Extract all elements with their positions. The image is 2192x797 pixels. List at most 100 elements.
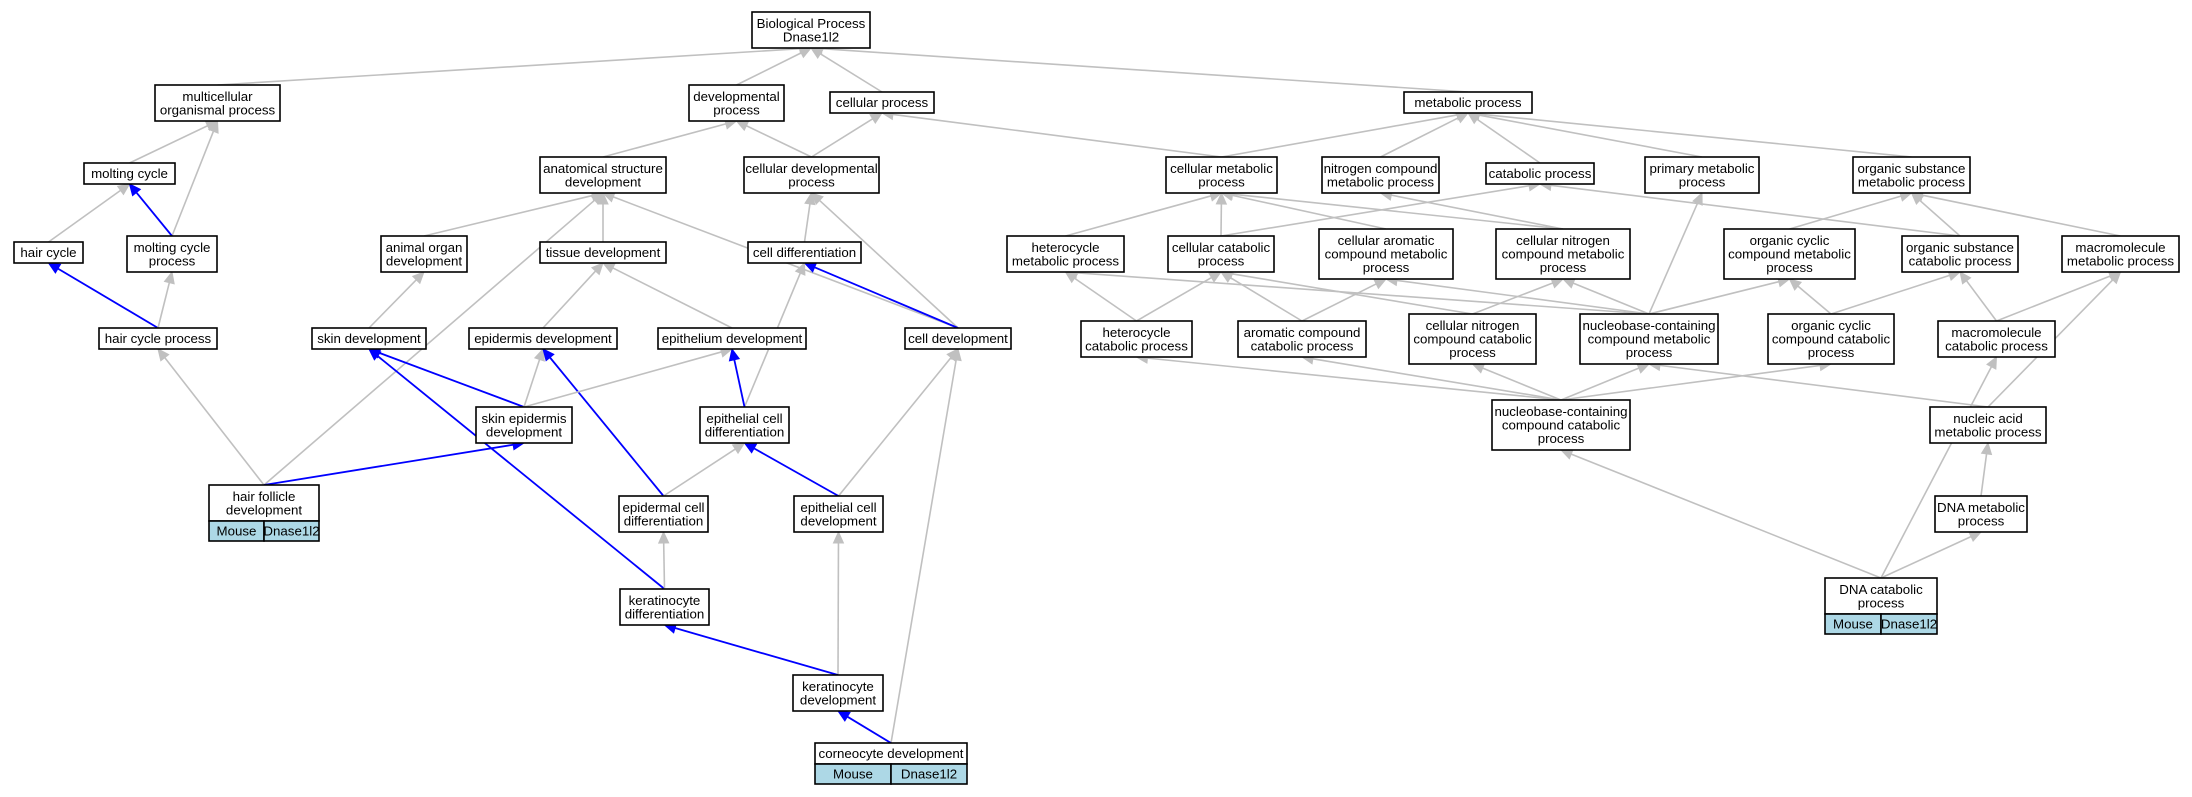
term-label: catabolic process [1945, 338, 2048, 353]
term-label: anatomical structure [543, 161, 663, 176]
edge-line [1572, 282, 1650, 315]
edge-skd-to-aod [368, 271, 425, 329]
edge-line [57, 267, 159, 329]
edge-line [821, 47, 1469, 93]
term-box [1901, 235, 2019, 273]
term-node-epd[interactable]: epidermis development [468, 327, 618, 350]
edge-line [1550, 184, 1961, 237]
term-label: development [486, 424, 562, 439]
term-node-td[interactable]: tissue development [539, 241, 667, 264]
edge-edcd-to-epd [542, 348, 665, 497]
edge-mcp-to-mop [171, 119, 219, 237]
edge-oscp-to-osmp [1910, 192, 1961, 237]
edge-line [171, 130, 215, 237]
arrowhead [743, 442, 758, 454]
term-node-skd[interactable]: skin development [311, 327, 427, 350]
term-box [1080, 320, 1193, 358]
term-node-celld[interactable]: cell development [904, 327, 1012, 350]
term-label: epithelial cell [706, 411, 782, 426]
term-label: macromolecule [2075, 240, 2165, 255]
term-label: nucleic acid [1953, 411, 2022, 426]
term-label: animal organ [386, 240, 463, 255]
arrowhead [1788, 278, 1803, 291]
term-node-etd[interactable]: epithelium development [657, 327, 807, 350]
edge-cmp-to-mp [1221, 109, 1470, 158]
term-label: metabolic process [1934, 424, 2042, 439]
term-box [126, 235, 218, 273]
arrowhead [1986, 355, 1998, 370]
term-label: tissue development [546, 245, 661, 260]
term-node-catp[interactable]: catabolic process [1485, 162, 1595, 185]
arrowhead [601, 262, 616, 274]
annotation-gene: Dnase1l2 [1881, 617, 1937, 632]
term-label: heterocycle [1032, 240, 1100, 255]
term-label: compound metabolic [1728, 247, 1851, 262]
term-label: process [1449, 345, 1496, 360]
term-node-mp[interactable]: metabolic process [1403, 91, 1533, 114]
arrowhead [1636, 363, 1651, 374]
edge-cnccp-to-cncmp [1472, 277, 1565, 315]
term-box [829, 91, 935, 114]
edge-kdev-to-kd [663, 622, 839, 676]
term-node-hc[interactable]: hair cycle [13, 241, 84, 264]
annotation-species: Mouse [833, 767, 873, 782]
edge-etd-to-td [601, 262, 733, 329]
annotation-cell [263, 520, 320, 542]
term-node-hcp[interactable]: hair cycle process [98, 327, 218, 350]
term-label: molting cycle [91, 166, 168, 181]
edge-line [662, 542, 666, 590]
arrowhead [1968, 531, 1983, 543]
term-node-cd[interactable]: cell differentiation [747, 241, 862, 264]
edge-hfd-to-sed [263, 439, 526, 486]
term-label: differentiation [624, 513, 704, 528]
term-label: hair cycle process [105, 331, 212, 346]
term-box [1408, 313, 1537, 365]
edge-cp-to-bp [809, 47, 883, 93]
edge-line [837, 357, 952, 497]
term-label: developmental [693, 89, 780, 104]
term-label: catabolic process [1251, 338, 1354, 353]
edge-line [523, 351, 722, 408]
term-node-cp[interactable]: cellular process [829, 91, 935, 114]
term-node-mc[interactable]: molting cycle [83, 162, 176, 185]
edge-line [1880, 366, 1993, 579]
edge-line [164, 357, 265, 486]
edge-line [1789, 195, 1902, 230]
